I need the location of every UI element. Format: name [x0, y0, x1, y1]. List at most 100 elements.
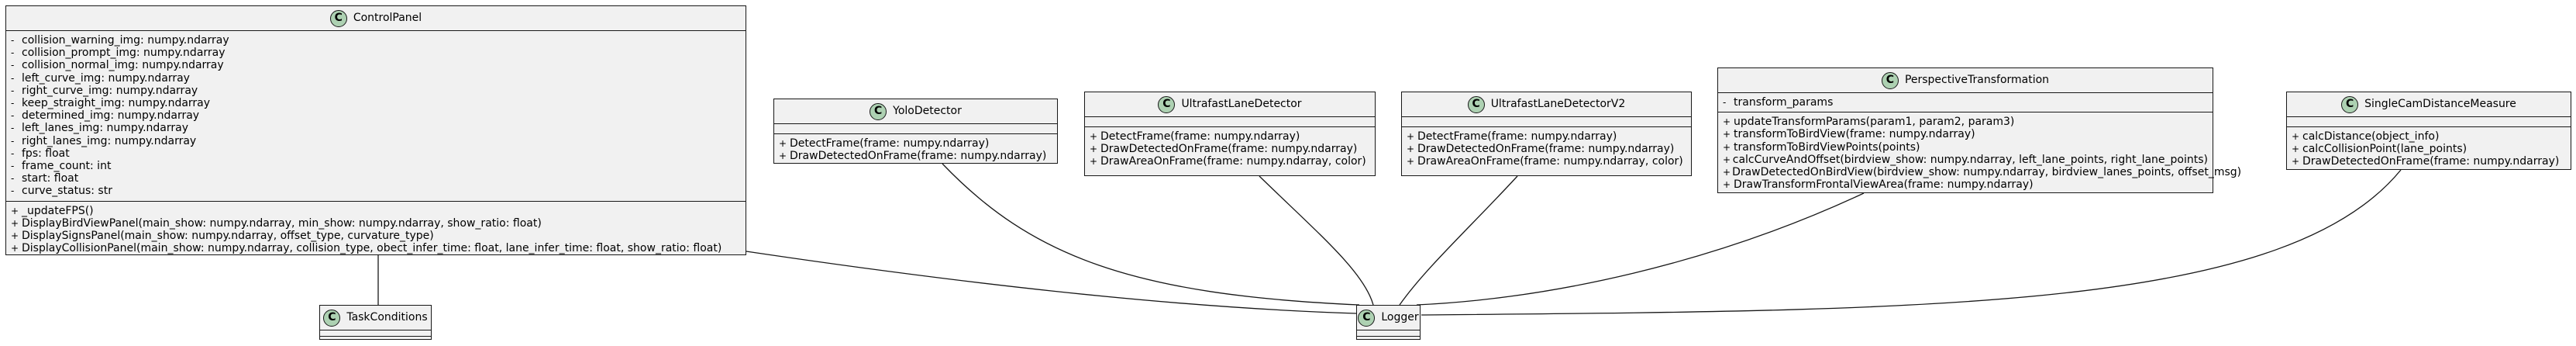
public-icon: +: [779, 151, 787, 162]
class-badge-icon: C: [870, 102, 887, 120]
private-icon: -: [1723, 97, 1727, 108]
field-row: -curve_status: str: [11, 185, 741, 197]
class-header: C ControlPanel: [6, 6, 746, 31]
edge-singlecam-logger: [1421, 169, 2402, 316]
method-text: DisplaySignsPanel(main_show: numpy.ndarr…: [22, 230, 434, 243]
method-text: DrawDetectedOnFrame(frame: numpy.ndarray…: [2302, 155, 2560, 168]
class-badge-icon: C: [1881, 71, 1899, 89]
method-text: calcCollisionPoint(lane_points): [2302, 143, 2468, 156]
class-name: UltrafastLaneDetectorV2: [1490, 98, 1626, 111]
class-single-cam-distance-measure[interactable]: C SingleCamDistanceMeasure +calcDistance…: [2286, 92, 2571, 170]
private-icon: -: [11, 123, 15, 134]
fields-section: [1085, 117, 1375, 127]
field-text: right_curve_img: numpy.ndarray: [22, 84, 198, 97]
method-text: updateTransformParams(param1, param2, pa…: [1734, 116, 2015, 129]
methods-section: +DetectFrame(frame: numpy.ndarray) +Draw…: [1402, 127, 1691, 171]
class-perspective-transformation[interactable]: C PerspectiveTransformation -transform_p…: [1717, 67, 2241, 193]
class-header: C UltrafastLaneDetectorV2: [1402, 92, 1691, 117]
class-name: SingleCamDistanceMeasure: [2364, 98, 2516, 111]
method-text: transformToBirdViewPoints(points): [1734, 140, 1920, 154]
method-row: +calcCurveAndOffset(birdview_show: numpy…: [1723, 154, 2208, 166]
field-row: -collision_prompt_img: numpy.ndarray: [11, 47, 741, 59]
public-icon: +: [779, 138, 787, 149]
class-ultrafast-lane-detector-v2[interactable]: C UltrafastLaneDetectorV2 +DetectFrame(f…: [1401, 92, 1692, 176]
method-text: DrawDetectedOnFrame(frame: numpy.ndarray…: [1100, 143, 1358, 156]
method-text: DetectFrame(frame: numpy.ndarray): [1100, 130, 1300, 143]
private-icon: -: [11, 110, 15, 122]
private-icon: -: [11, 161, 15, 172]
field-row: -fps: float: [11, 147, 741, 160]
class-header: C Logger: [1357, 306, 1420, 330]
public-icon: +: [1723, 179, 1731, 191]
method-row: +transformToBirdView(frame: numpy.ndarra…: [1723, 128, 2208, 140]
field-text: determined_img: numpy.ndarray: [22, 109, 200, 123]
field-row: -collision_normal_img: numpy.ndarray: [11, 59, 741, 71]
edge-perspectivetransformation-logger: [1416, 192, 1865, 306]
public-icon: +: [1090, 131, 1098, 142]
field-row: -right_curve_img: numpy.ndarray: [11, 85, 741, 97]
method-text: transformToBirdView(frame: numpy.ndarray…: [1734, 128, 1975, 141]
method-text: DrawTransformFrontalViewArea(frame: nump…: [1734, 178, 2034, 192]
public-icon: +: [2292, 144, 2300, 155]
field-row: -keep_straight_img: numpy.ndarray: [11, 97, 741, 109]
fields-section: [774, 124, 1057, 134]
class-badge-icon: C: [1158, 95, 1176, 113]
method-row: +DisplayCollisionPanel(main_show: numpy.…: [11, 242, 741, 254]
class-badge-icon: C: [323, 309, 341, 327]
field-text: frame_count: int: [22, 160, 112, 173]
public-icon: +: [2292, 131, 2300, 142]
class-control-panel[interactable]: C ControlPanel -collision_warning_img: n…: [5, 5, 746, 255]
method-text: DetectFrame(frame: numpy.ndarray): [790, 137, 990, 150]
class-badge-icon: C: [1467, 95, 1485, 113]
edge-controlpanel-logger: [746, 251, 1357, 314]
class-name: Logger: [1381, 311, 1419, 324]
class-name: ControlPanel: [353, 12, 422, 25]
class-header: C PerspectiveTransformation: [1718, 68, 2213, 93]
private-icon: -: [11, 35, 15, 46]
class-name: UltrafastLaneDetector: [1181, 98, 1302, 111]
field-row: -determined_img: numpy.ndarray: [11, 109, 741, 122]
private-icon: -: [11, 72, 15, 84]
private-icon: -: [11, 135, 15, 147]
field-text: collision_normal_img: numpy.ndarray: [22, 59, 224, 72]
fields-section: [2287, 117, 2571, 127]
method-row: +DisplayBirdViewPanel(main_show: numpy.n…: [11, 217, 741, 230]
method-row: +DrawDetectedOnFrame(frame: numpy.ndarra…: [1407, 143, 1686, 155]
method-text: _updateFPS(): [22, 204, 94, 217]
class-task-conditions[interactable]: C TaskConditions: [319, 305, 432, 340]
method-text: DisplayCollisionPanel(main_show: numpy.n…: [22, 242, 722, 255]
class-yolo-detector[interactable]: C YoloDetector +DetectFrame(frame: numpy…: [773, 99, 1058, 164]
class-logger[interactable]: C Logger: [1356, 305, 1421, 340]
edge-ultrafastlanedetector-logger: [1259, 175, 1374, 306]
field-row: -frame_count: int: [11, 160, 741, 172]
class-name: PerspectiveTransformation: [1904, 74, 2050, 87]
public-icon: +: [11, 243, 19, 254]
method-row: +updateTransformParams(param1, param2, p…: [1723, 116, 2208, 128]
fields-section: [320, 330, 431, 337]
field-row: -collision_warning_img: numpy.ndarray: [11, 34, 741, 47]
method-row: +DisplaySignsPanel(main_show: numpy.ndar…: [11, 230, 741, 242]
class-ultrafast-lane-detector[interactable]: C UltrafastLaneDetector +DetectFrame(fra…: [1084, 92, 1376, 176]
public-icon: +: [1723, 154, 1731, 165]
class-header: C SingleCamDistanceMeasure: [2287, 92, 2571, 117]
edge-yolodetector-logger: [942, 163, 1360, 306]
private-icon: -: [11, 147, 15, 159]
public-icon: +: [1407, 156, 1415, 168]
method-row: +DrawAreaOnFrame(frame: numpy.ndarray, c…: [1407, 155, 1686, 168]
methods-section: [320, 337, 431, 342]
field-text: fps: float: [22, 147, 70, 160]
method-row: +DetectFrame(frame: numpy.ndarray): [1090, 130, 1370, 143]
method-text: DrawDetectedOnFrame(frame: numpy.ndarray…: [790, 150, 1047, 163]
method-text: DrawAreaOnFrame(frame: numpy.ndarray, co…: [1417, 155, 1683, 168]
methods-section: +calcDistance(object_info) +calcCollisio…: [2287, 127, 2571, 171]
public-icon: +: [11, 205, 19, 216]
method-row: +_updateFPS(): [11, 205, 741, 217]
private-icon: -: [11, 98, 15, 109]
method-text: DisplayBirdViewPanel(main_show: numpy.nd…: [22, 216, 542, 230]
public-icon: +: [1723, 129, 1731, 140]
fields-section: [1357, 330, 1420, 337]
fields-section: -collision_warning_img: numpy.ndarray -c…: [6, 31, 746, 202]
field-text: transform_params: [1734, 96, 1834, 109]
methods-section: +DetectFrame(frame: numpy.ndarray) +Draw…: [774, 134, 1057, 165]
